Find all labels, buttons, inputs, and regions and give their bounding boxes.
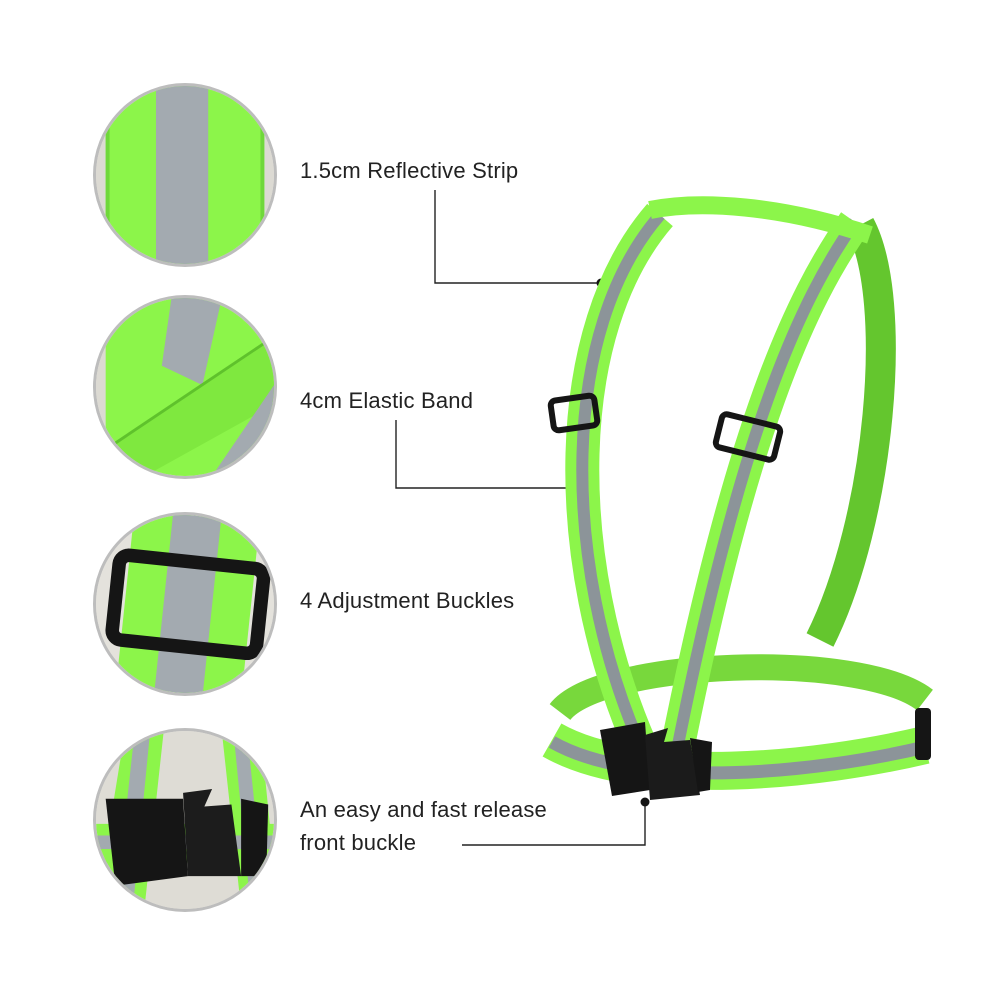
reflective-vest-icon — [542, 196, 933, 800]
label-adjustment-buckles: 4 Adjustment Buckles — [300, 588, 515, 613]
label-release-buckle-line1: An easy and fast release — [300, 797, 547, 822]
detail-release-buckle — [93, 728, 277, 912]
detail-reflective-strip — [93, 83, 277, 267]
label-elastic-band: 4cm Elastic Band — [300, 388, 474, 413]
label-release-buckle-line2: front buckle — [300, 830, 417, 855]
reflective-strip-closeup-icon — [96, 86, 274, 264]
release-buckle-closeup-icon — [96, 731, 274, 909]
detail-elastic-band — [93, 295, 277, 479]
label-reflective-strip: 1.5cm Reflective Strip — [300, 158, 519, 183]
elastic-band-closeup-icon — [96, 298, 274, 476]
adjustment-buckle-closeup-icon — [96, 515, 274, 693]
detail-adjustment-buckle — [93, 512, 277, 696]
